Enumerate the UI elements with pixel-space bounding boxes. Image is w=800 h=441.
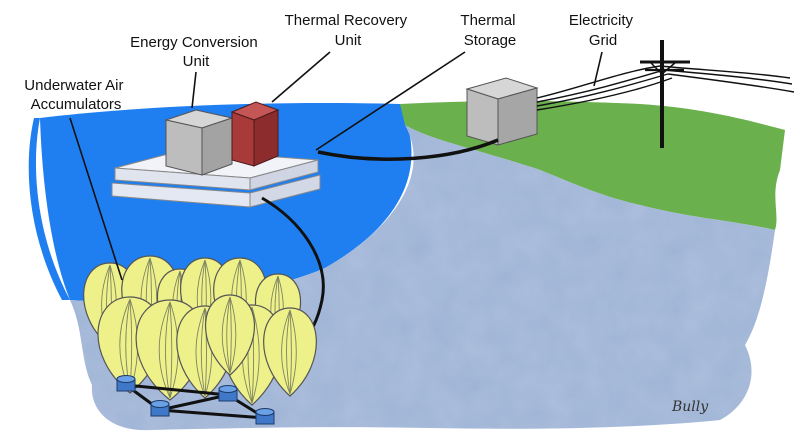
water-edge-left <box>28 118 70 300</box>
leader-energy-conversion <box>191 71 197 109</box>
anchor-block <box>150 400 170 417</box>
grid-wires <box>536 65 795 111</box>
power-pylon-icon <box>640 40 690 148</box>
label-thermal-recovery: Thermal Recovery Unit <box>285 12 412 49</box>
label-energy-conversion: Energy Conversion Unit <box>130 34 262 70</box>
accumulator-balloon <box>263 307 317 397</box>
accumulator-balloon <box>205 294 255 376</box>
label-electricity-grid: Electricity Grid <box>569 12 637 49</box>
anchor-block <box>218 385 238 402</box>
anchor-block <box>255 408 275 425</box>
label-underwater-accumulators: Underwater Air Accumulators <box>24 77 127 113</box>
leader-accumulators <box>69 117 123 281</box>
thermal-storage-cube <box>465 77 539 146</box>
energy-conversion-unit-cube <box>164 109 234 176</box>
artist-signature: Bully <box>671 399 709 415</box>
leader-electricity-grid <box>593 51 603 87</box>
leader-thermal-storage <box>315 51 466 151</box>
thermal-recovery-unit-cube <box>230 101 280 167</box>
accumulator-cluster <box>83 255 317 406</box>
leader-thermal-recovery <box>271 51 331 103</box>
anchor-blocks <box>116 375 275 425</box>
label-thermal-storage: Thermal Storage <box>460 12 519 49</box>
anchor-block <box>116 375 136 392</box>
cable-to-storage <box>317 138 499 161</box>
